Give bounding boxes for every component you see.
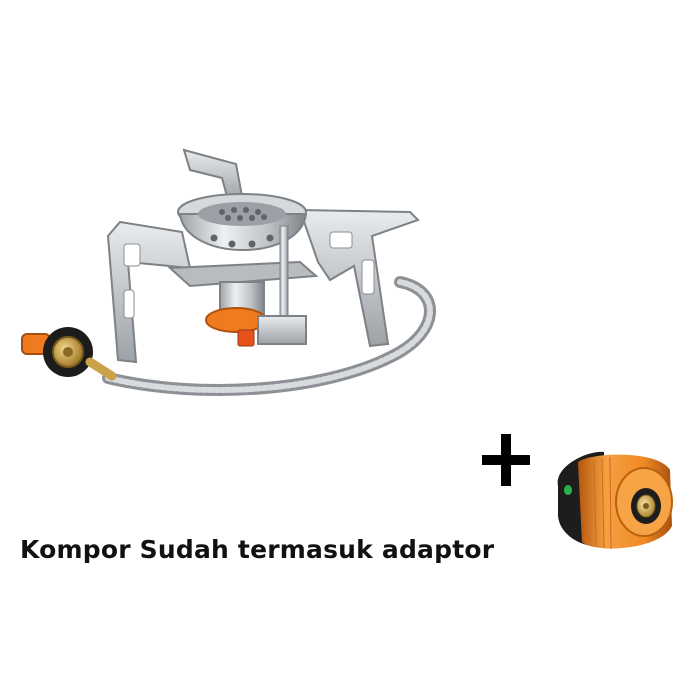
orange-control-knob bbox=[237, 329, 255, 347]
gas-adaptor-image bbox=[557, 451, 673, 550]
burner-bowl bbox=[178, 213, 308, 251]
stove-leg-back bbox=[182, 148, 244, 202]
product-caption: Kompor Sudah termasuk adaptor bbox=[20, 535, 495, 564]
stove-leg-left bbox=[106, 220, 192, 364]
igniter-rod bbox=[279, 225, 289, 319]
plus-icon bbox=[482, 434, 530, 486]
camping-stove-image bbox=[21, 148, 436, 396]
